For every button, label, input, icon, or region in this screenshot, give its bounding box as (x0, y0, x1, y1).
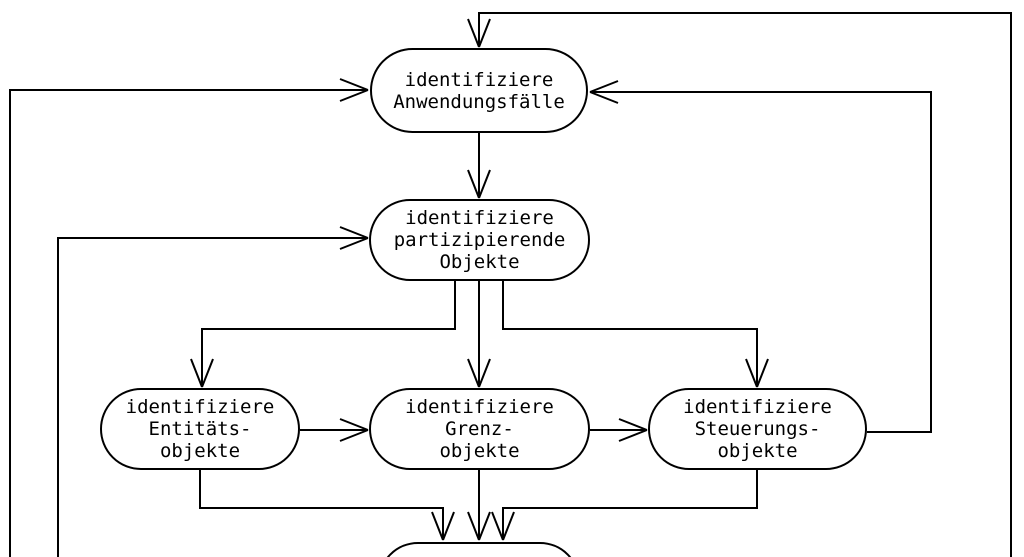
edge-n5-n6 (502, 470, 758, 539)
node-label-line: identifiziere (125, 396, 275, 418)
node-identifiziere-grenzobjekte: identifiziere Grenz- objekte (369, 388, 590, 470)
arrowhead-into-n6-left (431, 511, 455, 541)
arrowhead-into-n2-top (467, 169, 491, 199)
arrowhead-into-n6-right (491, 511, 515, 541)
arrowhead-into-n4-left (339, 418, 369, 442)
node-identifiziere-anwendungsfaelle: identifiziere Anwendungsfälle (370, 48, 588, 133)
node-label-line: identifiziere (683, 396, 832, 418)
node-label-line: Objekte (439, 251, 520, 273)
node-label-line: Entitäts- (148, 418, 252, 440)
arrowhead-into-n1-top (467, 18, 491, 48)
node-label-line: identifiziere (404, 68, 554, 91)
node-label-line: objekte (439, 440, 520, 462)
node-label-line: partizipierende (393, 229, 566, 251)
edge-left-inner-loop (57, 237, 366, 557)
edge-left-outer-loop (9, 89, 366, 557)
node-label-line: Anwendungsfälle (393, 90, 565, 113)
arrowhead-into-n4-top (467, 358, 491, 388)
node-label-line: objekte (159, 440, 241, 462)
node-identifiziere-steuerungsobjekte: identifiziere Steuerungs- objekte (648, 388, 867, 470)
arrowhead-into-n3-top (190, 358, 214, 388)
edge-right-loop (592, 91, 932, 433)
edge-top-loop (478, 12, 1012, 557)
arrowhead-into-n1-right (589, 80, 619, 104)
node-label-line: Grenz- (445, 418, 514, 440)
edge-n3-n6 (199, 470, 444, 539)
node-label-line: identifiziere (405, 396, 554, 418)
arrowhead-into-n5-left (618, 418, 648, 442)
node-bottom-partial (378, 542, 580, 557)
node-identifiziere-entitaetsobjekte: identifiziere Entitäts- objekte (100, 388, 300, 470)
node-label-line: objekte (717, 440, 798, 462)
arrowhead-into-n5-top (745, 358, 769, 388)
arrowhead-into-n2-left (339, 226, 369, 250)
node-identifiziere-partizipierende-objekte: identifiziere partizipierende Objekte (369, 199, 590, 281)
edge-n2-n3 (201, 281, 456, 386)
edge-lines (9, 12, 1012, 557)
node-label-line: Steuerungs- (694, 418, 821, 440)
edge-n2-n5 (502, 281, 758, 386)
arrowhead-into-n6-mid (467, 511, 491, 541)
node-label-line: identifiziere (405, 207, 554, 229)
edge-arrowheads (190, 18, 769, 541)
arrowhead-into-n1-left (339, 78, 369, 102)
